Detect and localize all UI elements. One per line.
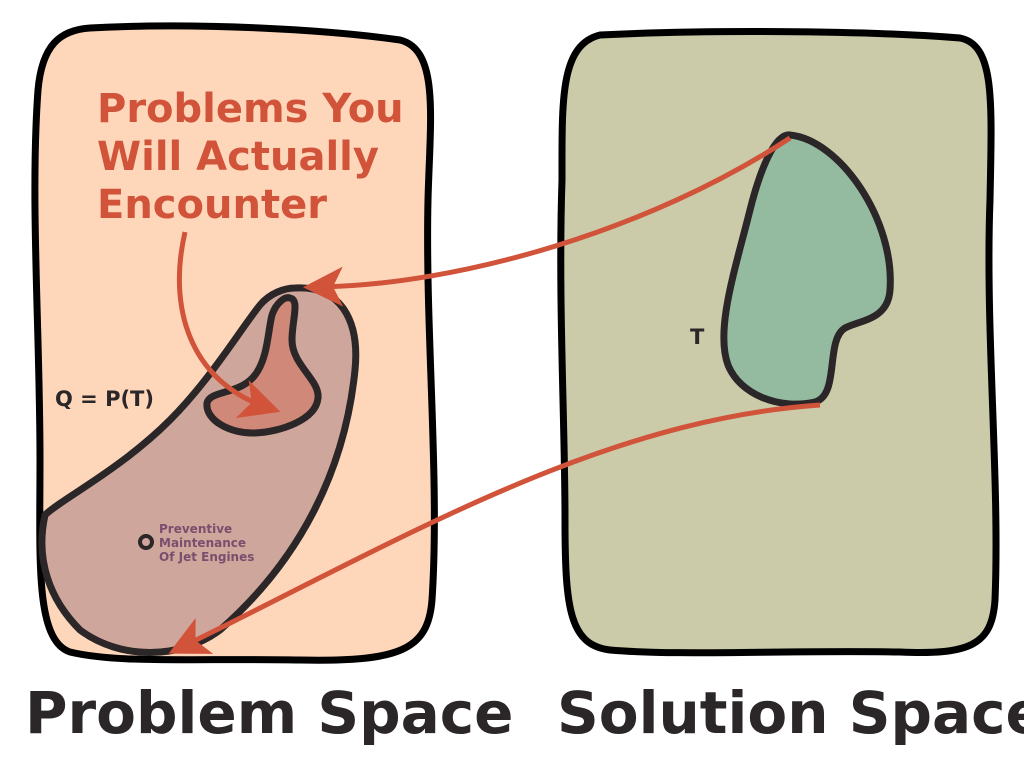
point-label-3: Of Jet Engines	[159, 550, 254, 564]
point-marker	[138, 534, 154, 550]
mapping-arrow-top	[303, 135, 792, 307]
callout-line-2: Will Actually	[97, 134, 379, 180]
q-equals-label: Q = P(T)	[55, 387, 154, 411]
solution-space-title: Solution Space	[557, 679, 1024, 747]
point-label-1: Preventive	[159, 522, 232, 536]
callout-line-1: Problems You	[97, 86, 404, 132]
t-label: T	[690, 325, 705, 349]
callout-line-3: Encounter	[97, 182, 327, 228]
problem-space-title: Problem Space	[25, 679, 513, 747]
point-label-2: Maintenance	[159, 536, 246, 550]
callout-arrow	[176, 231, 281, 419]
mapping-arrow-bottom	[168, 402, 821, 654]
solution-blob-t	[720, 131, 894, 408]
encountered-blob	[203, 294, 322, 437]
